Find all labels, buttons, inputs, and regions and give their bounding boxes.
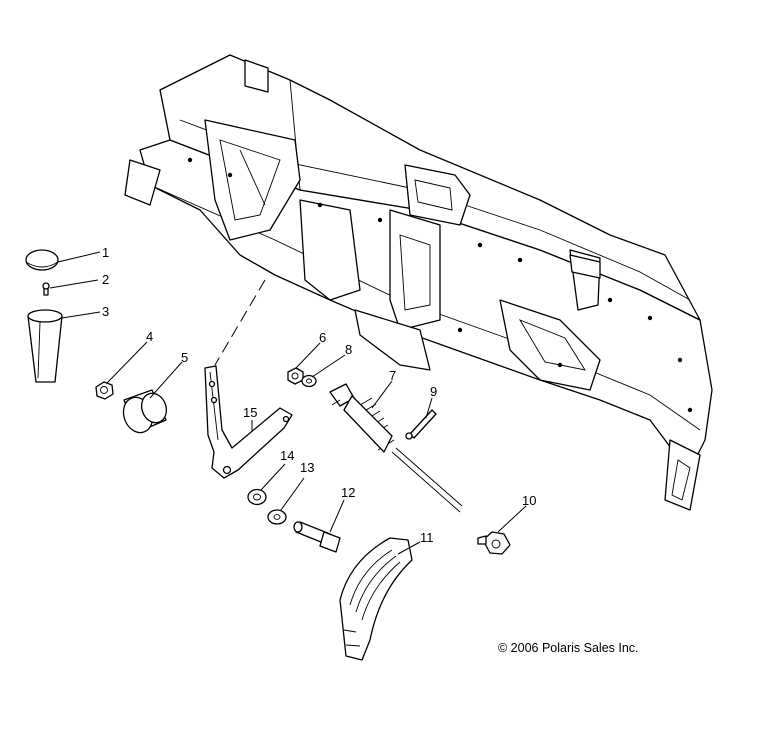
leader-lines (49, 251, 527, 555)
part-cap (25, 249, 59, 271)
copyright-notice: © 2006 Polaris Sales Inc. (498, 641, 639, 655)
callout-6: 6 (319, 330, 326, 345)
frame-right-gusset (499, 299, 601, 391)
part-small-screw (42, 282, 50, 296)
part-knob-sleeve (27, 309, 63, 383)
frame-top-tab-right (569, 254, 601, 279)
alignment-dashed-line (214, 279, 266, 366)
callout-11: 11 (420, 530, 434, 545)
callout-15: 15 (243, 405, 257, 420)
callout-4: 4 (146, 329, 153, 344)
frame-top-tab-left (244, 59, 269, 93)
callout-10: 10 (522, 493, 536, 508)
part-pedal-arm (204, 365, 293, 479)
part-cable-clip (477, 531, 511, 555)
callout-7: 7 (389, 368, 396, 383)
part-washer (301, 374, 317, 388)
frame-right-leg (664, 439, 701, 511)
frame-center-bracket (299, 199, 361, 301)
part-bumper (122, 389, 168, 434)
frame-top-bracket (404, 164, 471, 226)
frame-middle-upright (389, 209, 441, 331)
frame-left-leg (124, 159, 161, 206)
callout-12: 12 (341, 485, 355, 500)
frame-lower-bracket (354, 309, 431, 371)
callout-3: 3 (102, 304, 109, 319)
callout-9: 9 (430, 384, 437, 399)
callout-14: 14 (280, 448, 294, 463)
part-flat-washer (267, 509, 287, 525)
part-nut-small (287, 367, 304, 385)
part-nut (95, 381, 114, 400)
part-bushing (247, 488, 267, 506)
part-spring-rod (329, 383, 463, 513)
callout-8: 8 (345, 342, 352, 357)
part-pedal-pad (339, 537, 413, 661)
callout-5: 5 (181, 350, 188, 365)
part-pivot-bolt (293, 521, 341, 553)
callout-2: 2 (102, 272, 109, 287)
callout-13: 13 (300, 460, 314, 475)
frame-bolt-holes (187, 157, 693, 413)
callout-1: 1 (102, 245, 109, 260)
frame-assembly (124, 54, 713, 511)
frame-cross-member-left (204, 119, 301, 241)
callout-numbers: 1 2 3 4 5 6 7 8 9 10 11 12 13 14 15 (102, 245, 536, 545)
part-cotter-pin (405, 409, 437, 440)
